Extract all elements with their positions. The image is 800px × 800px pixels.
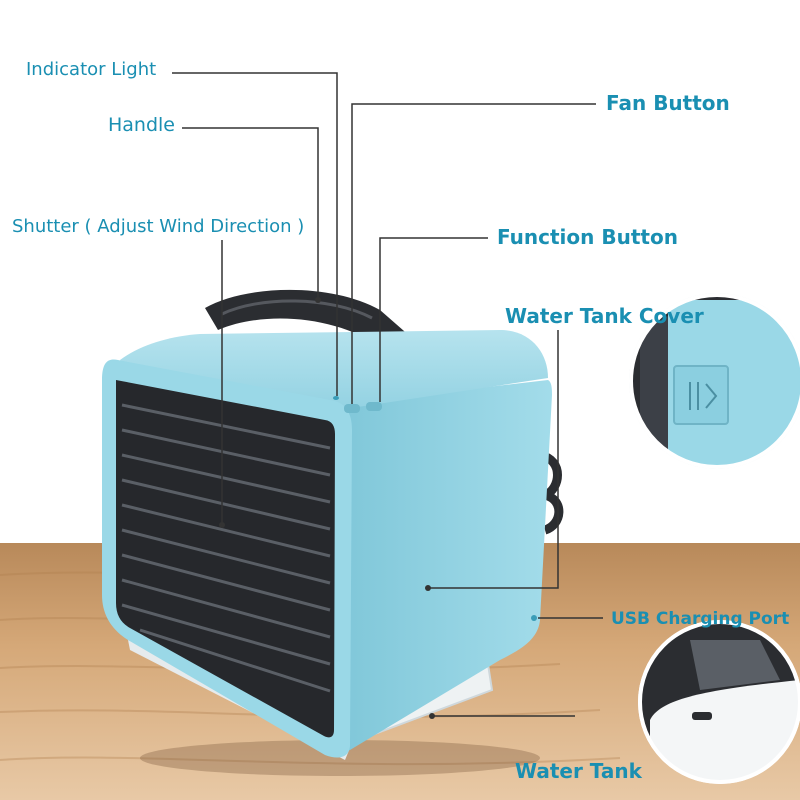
grille-slats [121,403,331,693]
label-fan-button: Fan Button [606,91,730,115]
device-side-panel [330,380,552,751]
label-function-button: Function Button [497,225,678,249]
fan-button [344,404,360,413]
label-indicator-light: Indicator Light [26,59,157,80]
device-shadow [140,740,540,776]
label-water-tank-cover: Water Tank Cover [505,304,704,328]
label-handle: Handle [108,114,176,136]
leader-lines [172,72,603,717]
usb-port-inset [638,620,800,784]
function-button [366,402,382,411]
usb-port-marker [531,615,537,621]
label-water-tank: Water Tank [515,759,642,783]
handle [205,289,436,410]
leader-water-tank-cover [428,330,559,589]
leader-endpoint-dots [219,297,435,719]
leader-handle [182,127,319,300]
label-shutter: Shutter ( Adjust Wind Direction ) [12,216,305,237]
label-usb-charging-port: USB Charging Port [611,609,790,629]
leader-indicator-light [172,72,338,396]
water-tank-cover-inset [629,293,800,469]
leader-function-button [379,237,488,402]
leader-fan-button [351,103,596,404]
indicator-light-icon [333,396,339,400]
front-grille [116,380,335,738]
handle-highlight [221,299,373,320]
